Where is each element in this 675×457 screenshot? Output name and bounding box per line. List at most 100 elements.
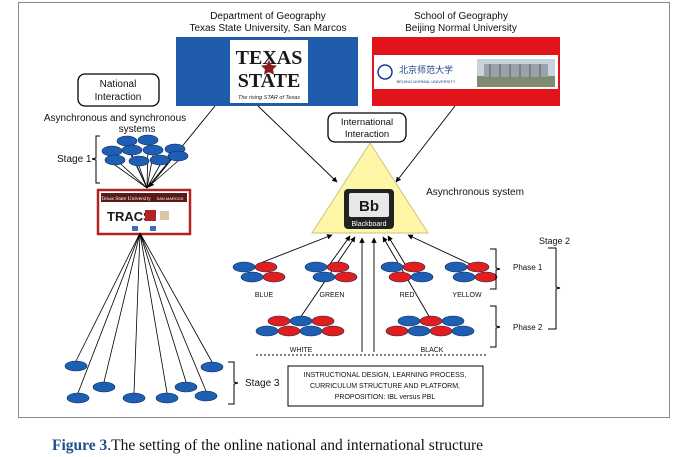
student-node [441,315,465,327]
svg-text:CURRICULUM STRUCTURE AND PLATF: CURRICULUM STRUCTURE AND PLATFORM, [310,383,460,390]
student-node [466,261,490,273]
svg-text:Interaction: Interaction [95,92,142,103]
student-node [304,261,328,273]
stage3-link [103,232,141,383]
tracs-badge-icon [160,211,169,220]
student-node [385,325,409,337]
student-node [128,155,150,167]
figure-frame [18,2,670,418]
student-node [122,392,146,404]
stage1-link [114,164,148,189]
blackboard-platform: Bb Blackboard [311,142,429,234]
group-label-white: WHITE [290,347,313,354]
student-node [137,134,159,146]
student-node [397,315,421,327]
stage2-label: Stage 2 [539,236,570,246]
tracs-small-icon [150,226,156,231]
stage3-link [139,232,213,363]
student-node [311,315,335,327]
student-node [326,261,350,273]
svg-text:TEXAS: TEXAS [236,47,303,69]
national-systems-label-2: systems [119,124,156,135]
svg-text:The rising STAR of Texas: The rising STAR of Texas [238,95,300,101]
group-label-blue: BLUE [255,292,274,299]
stage1-bracket [91,135,100,184]
student-node [64,360,88,372]
svg-text:Texas State University: Texas State University [101,196,151,202]
student-node [101,145,123,157]
stage3-link [133,232,141,394]
svg-text:北京师范大学: 北京师范大学 [399,64,453,75]
student-node [429,325,453,337]
student-node [116,135,138,147]
student-node [451,325,475,337]
student-node [121,144,143,156]
figure-label: Figure 3 [52,437,108,454]
tracs-small-icon [132,226,138,231]
figure-caption: Figure 3.The setting of the online natio… [52,437,483,455]
texas-state-logo: TEXAS STATE The rising STAR of Texas [176,37,358,106]
student-node [66,392,90,404]
seal-icon [377,64,393,80]
stage1-link [146,160,179,189]
international-interaction-box: International Interaction [327,112,407,143]
stage3-link [77,232,141,394]
student-node [194,390,218,402]
group-links [257,234,471,352]
svg-text:International: International [341,117,393,128]
phase1-label: Phase 1 [513,263,543,272]
student-node [254,261,278,273]
student-node [200,361,224,373]
beijing-normal-logo: 北京师范大学 BEIJING NORMAL UNIVERSITY [372,37,560,106]
student-node [407,325,431,337]
student-node [380,261,404,273]
student-node [104,154,126,166]
student-node [92,381,116,393]
stage1-link [146,153,176,189]
student-node [312,271,336,283]
group-label-red: RED [400,292,415,299]
student-node [474,271,498,283]
stage3-label: Stage 3 [245,378,280,389]
student-node [149,154,171,166]
student-node [142,144,164,156]
svg-text:STATE: STATE [238,70,301,92]
group-node-clusters [232,261,498,337]
institution-links [148,105,456,188]
phase1-bracket [490,248,501,290]
student-node [388,271,412,283]
svg-text:INSTRUCTIONAL DESIGN, LEARNING: INSTRUCTIONAL DESIGN, LEARNING PROCESS, [304,372,467,379]
student-node [267,315,291,327]
student-node [452,271,476,283]
stage1-link [146,164,161,189]
svg-text:TRACS: TRACS [107,209,152,224]
tracs-platform: Texas State University SAN MARCOS TRACS [96,188,192,236]
student-node [232,261,256,273]
svg-text:PROPOSITION: IBL versus PBL: PROPOSITION: IBL versus PBL [335,394,436,401]
stage3-bracket [228,361,239,405]
student-node [174,381,198,393]
student-node [402,261,426,273]
student-node [155,392,179,404]
stage2-bracket [548,247,561,330]
phase2-bracket [490,305,501,348]
student-node [277,325,301,337]
stage3-link [75,232,141,362]
student-node [167,150,189,162]
stage3-link [139,232,168,394]
student-node [334,271,358,283]
stage1-node-cluster [101,134,189,189]
student-node [410,271,434,283]
svg-text:Interaction: Interaction [345,129,389,140]
campus-building-icon [477,59,555,87]
national-systems-label: Asynchronous and synchronous [44,113,186,124]
texas-univ-label: Texas State University, San Marcos [189,23,346,34]
tracs-emblem-icon [145,210,156,221]
svg-text:BEIJING NORMAL UNIVERSITY: BEIJING NORMAL UNIVERSITY [397,79,456,84]
stage3-link [139,232,187,383]
svg-text:SAN MARCOS: SAN MARCOS [157,196,184,201]
student-node [240,271,264,283]
student-node [321,325,345,337]
student-node [419,315,443,327]
